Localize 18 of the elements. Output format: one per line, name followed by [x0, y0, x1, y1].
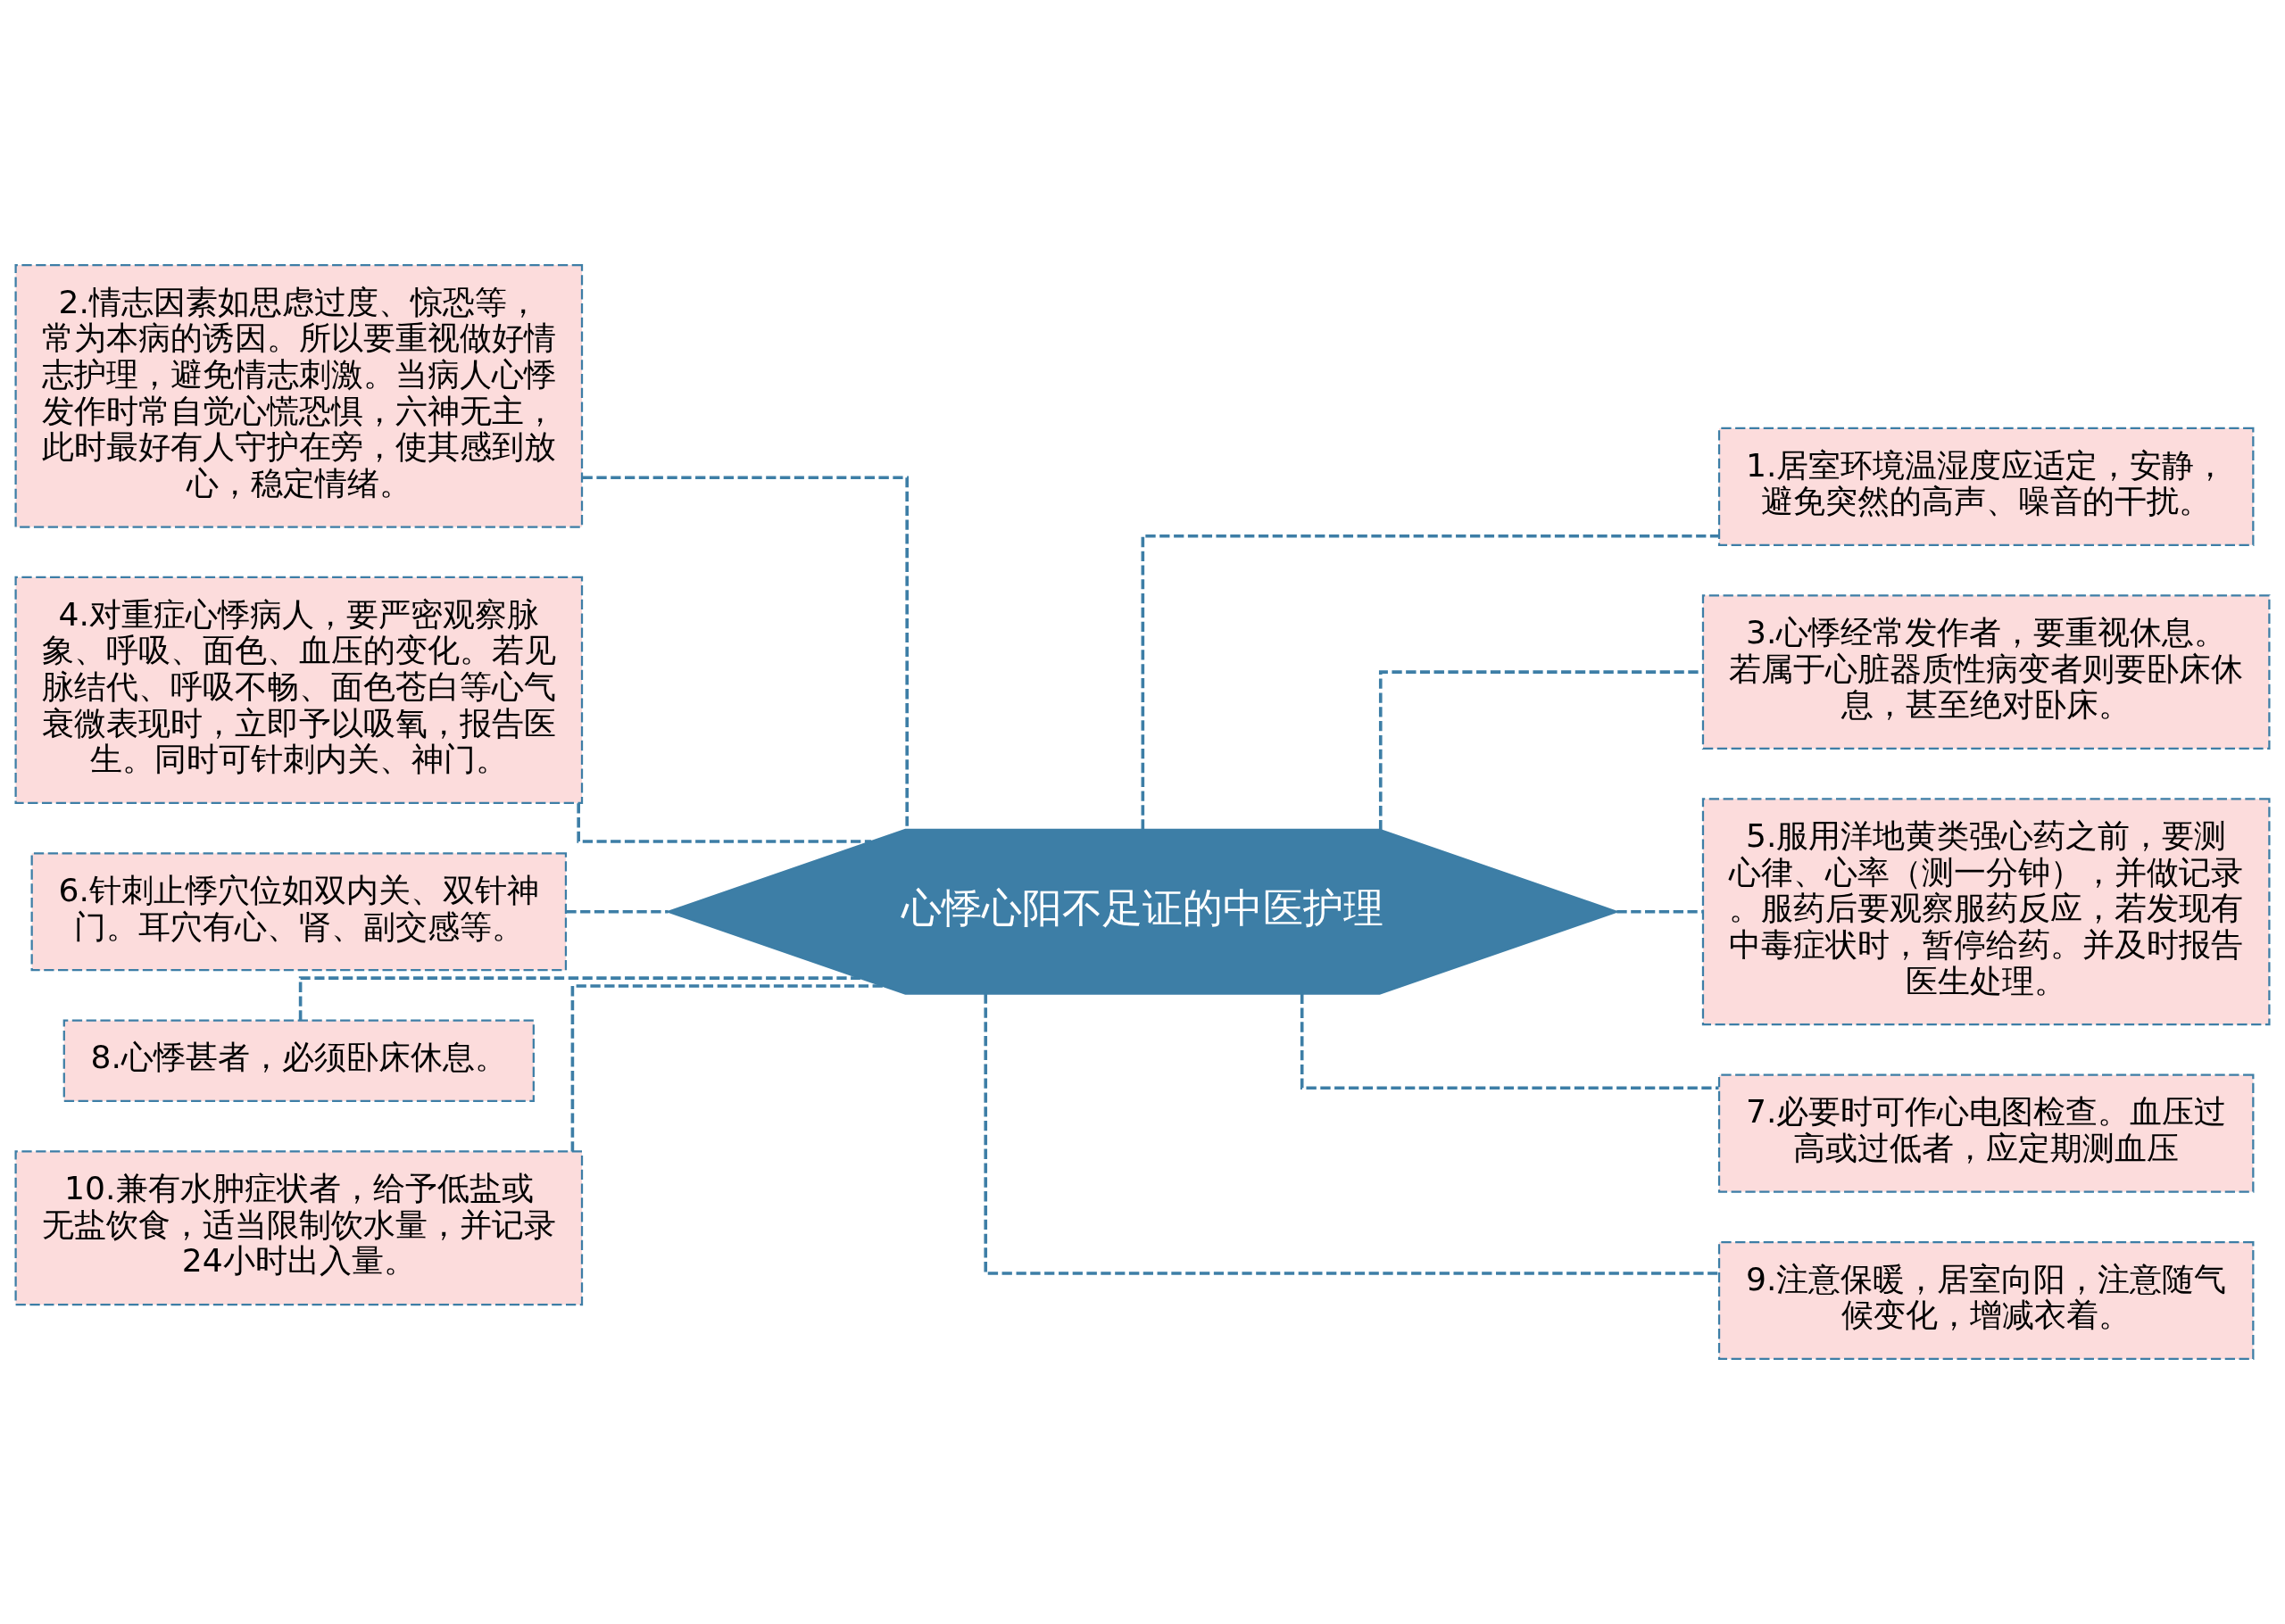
connector: [298, 976, 860, 1021]
node-box: 4.对重症心悸病人，要严密观察脉象、呼吸、面色、血压的变化。若见脉结代、呼吸不畅、面色苍白等心气衰微表现时，立即予以吸氧，报告医生。同时可针刺内关、神门。: [14, 576, 584, 804]
node-box: 7.必要时可作心电图检查。血压过高或过低者，应定期测血压: [1717, 1073, 2255, 1193]
node-box: 10.兼有水肿症状者，给予低盐或无盐饮食，适当限制饮水量，并记录24小时出入量。: [14, 1150, 584, 1306]
connector: [566, 909, 669, 914]
connector: [1141, 534, 1719, 830]
node-box: 8.心悸甚者，必须卧床休息。: [62, 1019, 535, 1103]
node-box: 1.居室环境温湿度应适定，安静，避免突然的高声、噪音的干扰。: [1717, 427, 2255, 546]
connector: [1616, 909, 1703, 914]
node-box: 2.情志因素如思虑过度、惊恐等，常为本病的诱因。所以要重视做好情志护理，避免情志刺激。当病人心悸发作时常自觉心慌恐惧，六神无主，此时最好有人守护在旁，使其感到放心，稳定情绪。: [14, 263, 584, 528]
node-box: 6.针刺止悸穴位如双内关、双针神门。耳穴有心、肾、副交感等。: [30, 852, 568, 972]
connector: [1300, 993, 1719, 1090]
connector: [984, 993, 1719, 1275]
node-box: 5.服用洋地黄类强心药之前，要测心律、心率（测一分钟），并做记录。服药后要观察服药反应，若发现有中毒症状时，暂停给药。并及时报告医生处理。: [1701, 798, 2271, 1026]
connector: [577, 803, 872, 843]
node-box: 3.心悸经常发作者，要重视休息。若属于心脏器质性病变者则要卧床休息，甚至绝对卧床。: [1701, 594, 2271, 750]
connector: [570, 984, 884, 1152]
node-box: 9.注意保暖，居室向阳，注意随气候变化，增减衣着。: [1717, 1240, 2255, 1361]
